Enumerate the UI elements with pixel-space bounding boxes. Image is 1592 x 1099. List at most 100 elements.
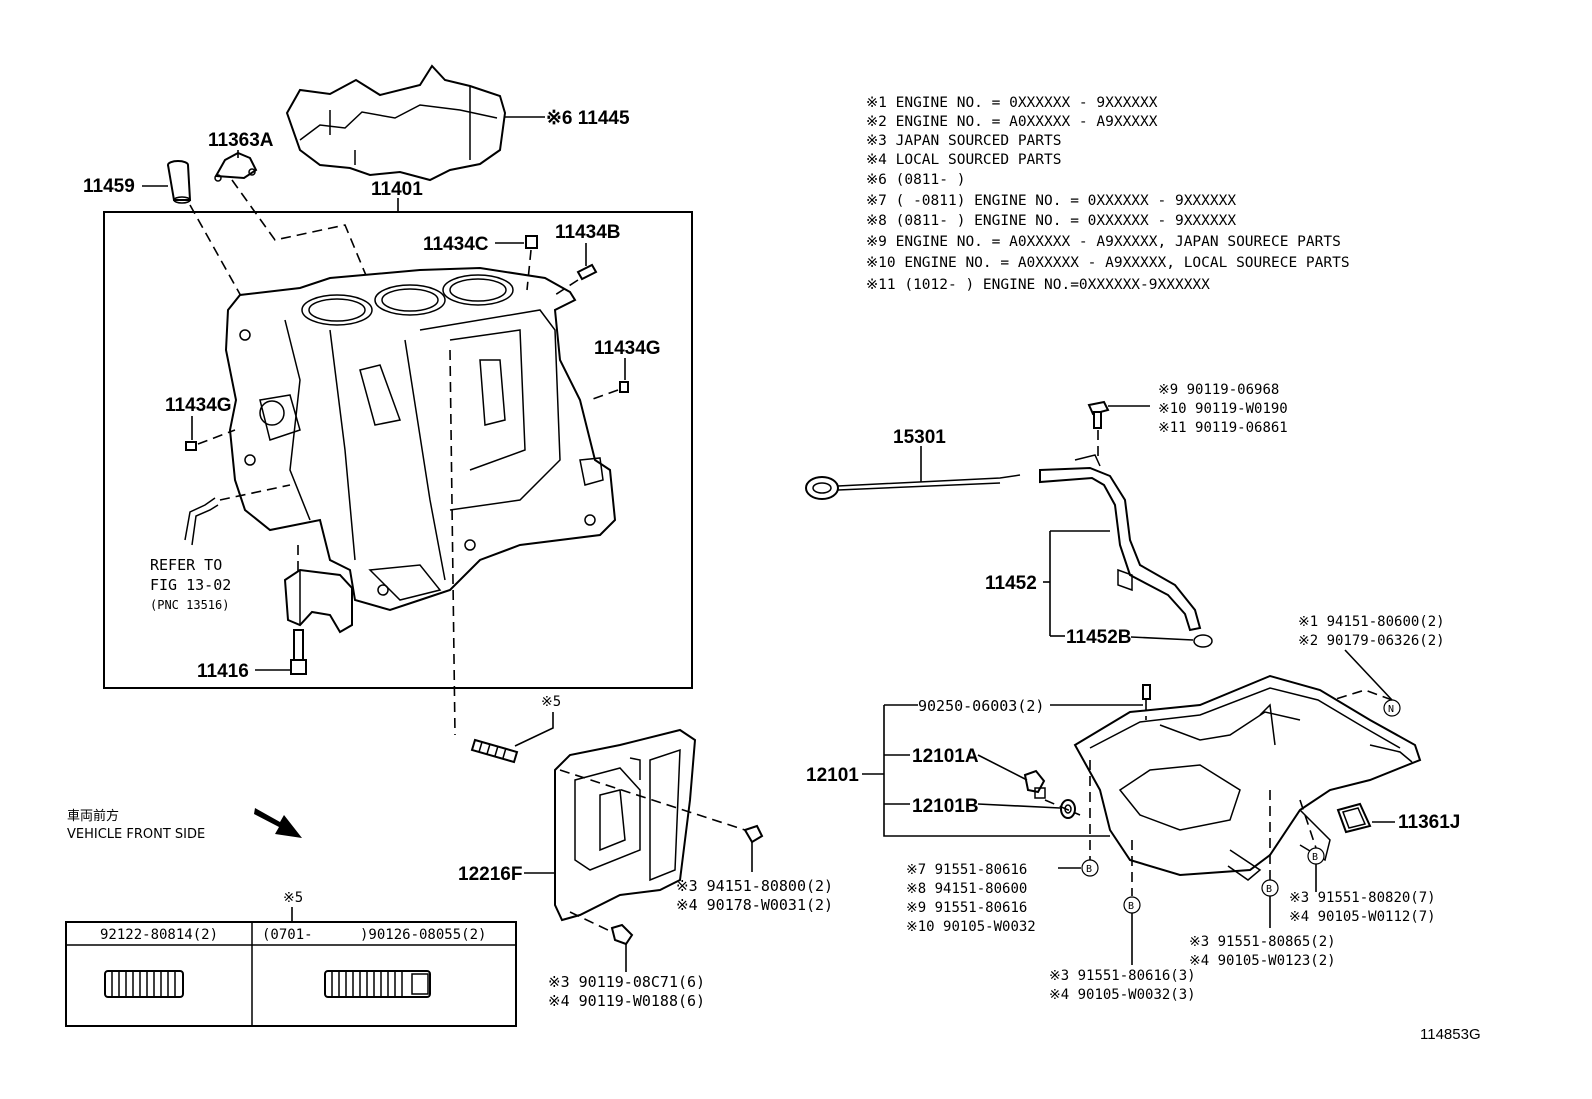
front-arrow-icon <box>254 808 302 838</box>
pipe-refer-fig[interactable] <box>184 497 219 546</box>
part-11445-insulator[interactable] <box>285 64 507 182</box>
marker-B-4-label: B <box>1312 852 1318 863</box>
part-11434C-pin[interactable] <box>525 235 538 249</box>
label-90250: 90250-06003(2) <box>918 697 1044 715</box>
label-l4-032: ※4 90105-W0032(3) <box>1049 987 1196 1003</box>
notes-block: ※1 ENGINE NO. = 0XXXXXX - 9XXXXXX ※2 ENG… <box>866 95 1350 293</box>
front-label-en: VEHICLE FRONT SIDE <box>67 827 205 842</box>
stud-icon-2 <box>324 970 431 998</box>
part-11361J-cover[interactable] <box>1336 802 1372 834</box>
marker-B-1: B <box>1081 859 1099 877</box>
label-n2: ※2 90179-06326(2) <box>1298 633 1445 649</box>
label-11452: 11452 <box>985 573 1037 594</box>
note-1: ※1 ENGINE NO. = 0XXXXXX - 9XXXXXX <box>866 95 1158 111</box>
note-3: ※3 JAPAN SOURCED PARTS <box>866 133 1061 149</box>
label-bolt-10: ※10 90119-W0190 <box>1158 401 1288 417</box>
label-n1: ※1 94151-80600(2) <box>1298 614 1445 630</box>
label-m3-865: ※3 91551-80865(2) <box>1189 934 1336 950</box>
dash-11434G-left <box>197 429 236 445</box>
reference-code: 114853G <box>1420 1026 1481 1043</box>
label-s3-90119: ※3 90119-08C71(6) <box>548 973 705 991</box>
label-bolt-9: ※9 90119-06968 <box>1158 382 1279 398</box>
part-stud[interactable] <box>470 738 519 764</box>
note-10: ※10 ENGINE NO. = A0XXXXX - A9XXXXX, LOCA… <box>866 255 1350 271</box>
label-11459: 11459 <box>83 176 135 197</box>
label-12216F: 12216F <box>458 864 522 885</box>
part-11416-bolt[interactable] <box>290 629 307 675</box>
label-11416: 11416 <box>197 661 249 682</box>
part-nut-94151-80800[interactable] <box>743 824 764 844</box>
dash-stud <box>449 349 456 736</box>
label-s4-90119: ※4 90119-W0188(6) <box>548 992 705 1010</box>
part-11459-sleeve[interactable] <box>167 160 192 204</box>
label-star5: ※5 <box>541 694 561 710</box>
part-11434B-pin[interactable] <box>576 263 598 281</box>
part-11452B-o-ring[interactable] <box>1193 634 1213 648</box>
label-b10: ※10 90105-W0032 <box>906 919 1036 935</box>
dash-baffle-nut <box>559 769 746 831</box>
label-11434B: 11434B <box>555 222 621 243</box>
dash-baffle-bolt <box>569 911 613 933</box>
marker-N-label: N <box>1388 704 1394 715</box>
note-8: ※8 (0811- ) ENGINE NO. = 0XXXXXX - 9XXXX… <box>866 213 1236 229</box>
table-col2-right: )90126-08055(2) <box>360 927 486 943</box>
refer-line-3: (PNC 13516) <box>150 598 229 612</box>
dash-drain <box>1044 799 1081 816</box>
part-bolt-guide[interactable] <box>1087 400 1110 429</box>
marker-B-1-label: B <box>1086 864 1092 875</box>
label-11434G-right: 11434G <box>594 338 661 359</box>
leader-n <box>1344 649 1393 701</box>
part-12216F-baffle-plate[interactable] <box>554 728 697 922</box>
part-11434G-right-pin[interactable] <box>619 381 629 393</box>
label-15301: 15301 <box>893 427 946 448</box>
table-col2-left: (0701- <box>262 927 313 943</box>
note-11: ※11 (1012- ) ENGINE NO.=0XXXXXX-9XXXXXX <box>866 277 1210 293</box>
label-11401: 11401 <box>371 179 423 200</box>
label-b7: ※7 91551-80616 <box>906 862 1027 878</box>
part-15301-dipstick[interactable] <box>805 474 1021 500</box>
leader-12101B <box>977 803 1061 809</box>
dash-11434B <box>554 279 579 296</box>
marker-B-3: B <box>1261 879 1279 897</box>
dash-11363A <box>231 179 371 286</box>
part-12101-oil-pan[interactable] <box>1073 674 1422 881</box>
part-11452-guide-tube[interactable] <box>1039 454 1202 632</box>
label-r3-820: ※3 91551-80820(7) <box>1289 890 1436 906</box>
leader-12101A <box>977 754 1028 781</box>
table-title: ※5 <box>283 890 303 906</box>
part-12101A-drain-plug[interactable] <box>1023 769 1046 799</box>
note-6: ※6 (0811- ) <box>866 172 965 188</box>
note-4: ※4 LOCAL SOURCED PARTS <box>866 152 1061 168</box>
label-b9: ※9 91551-80616 <box>906 900 1027 916</box>
label-b8: ※8 94151-80600 <box>906 881 1027 897</box>
leader-11452B <box>1130 636 1194 641</box>
dash-n <box>1299 689 1393 711</box>
note-2: ※2 ENGINE NO. = A0XXXXX - A9XXXXX <box>866 114 1158 130</box>
part-90250-pin[interactable] <box>1142 684 1151 700</box>
label-bolt-11: ※11 90119-06861 <box>1158 420 1288 436</box>
part-11434G-left-pin[interactable] <box>185 441 197 451</box>
label-11445: ※6 11445 <box>546 108 630 129</box>
marker-N: N <box>1383 699 1401 717</box>
part-11363A-bracket[interactable] <box>214 151 258 182</box>
label-11452B: 11452B <box>1066 627 1132 648</box>
marker-B-3-label: B <box>1266 884 1272 895</box>
part-11401-cylinder-block[interactable] <box>224 266 617 612</box>
label-11361J: 11361J <box>1398 812 1460 833</box>
table-col1: 92122-80814(2) <box>100 927 218 943</box>
stud-variant-table: 92122-80814(2) (0701- )90126-08055(2) <box>65 921 517 1027</box>
label-m4-123: ※4 90105-W0123(2) <box>1189 953 1336 969</box>
label-s4-90178: ※4 90178-W0031(2) <box>676 896 833 914</box>
label-l3-616: ※3 91551-80616(3) <box>1049 968 1196 984</box>
label-12101: 12101 <box>806 765 859 786</box>
part-bolt-90119-08C71[interactable] <box>610 923 634 946</box>
part-bearing-cap[interactable] <box>283 568 353 634</box>
note-9: ※9 ENGINE NO. = A0XXXXX - A9XXXXX, JAPAN… <box>866 234 1341 250</box>
leader-star5 <box>514 712 554 747</box>
dash-b4 <box>1299 799 1317 849</box>
stud-icon-1 <box>104 970 184 998</box>
label-11363A: 11363A <box>208 130 274 151</box>
refer-line-2: FIG 13-02 <box>150 576 231 594</box>
label-11434G-left: 11434G <box>165 395 232 416</box>
